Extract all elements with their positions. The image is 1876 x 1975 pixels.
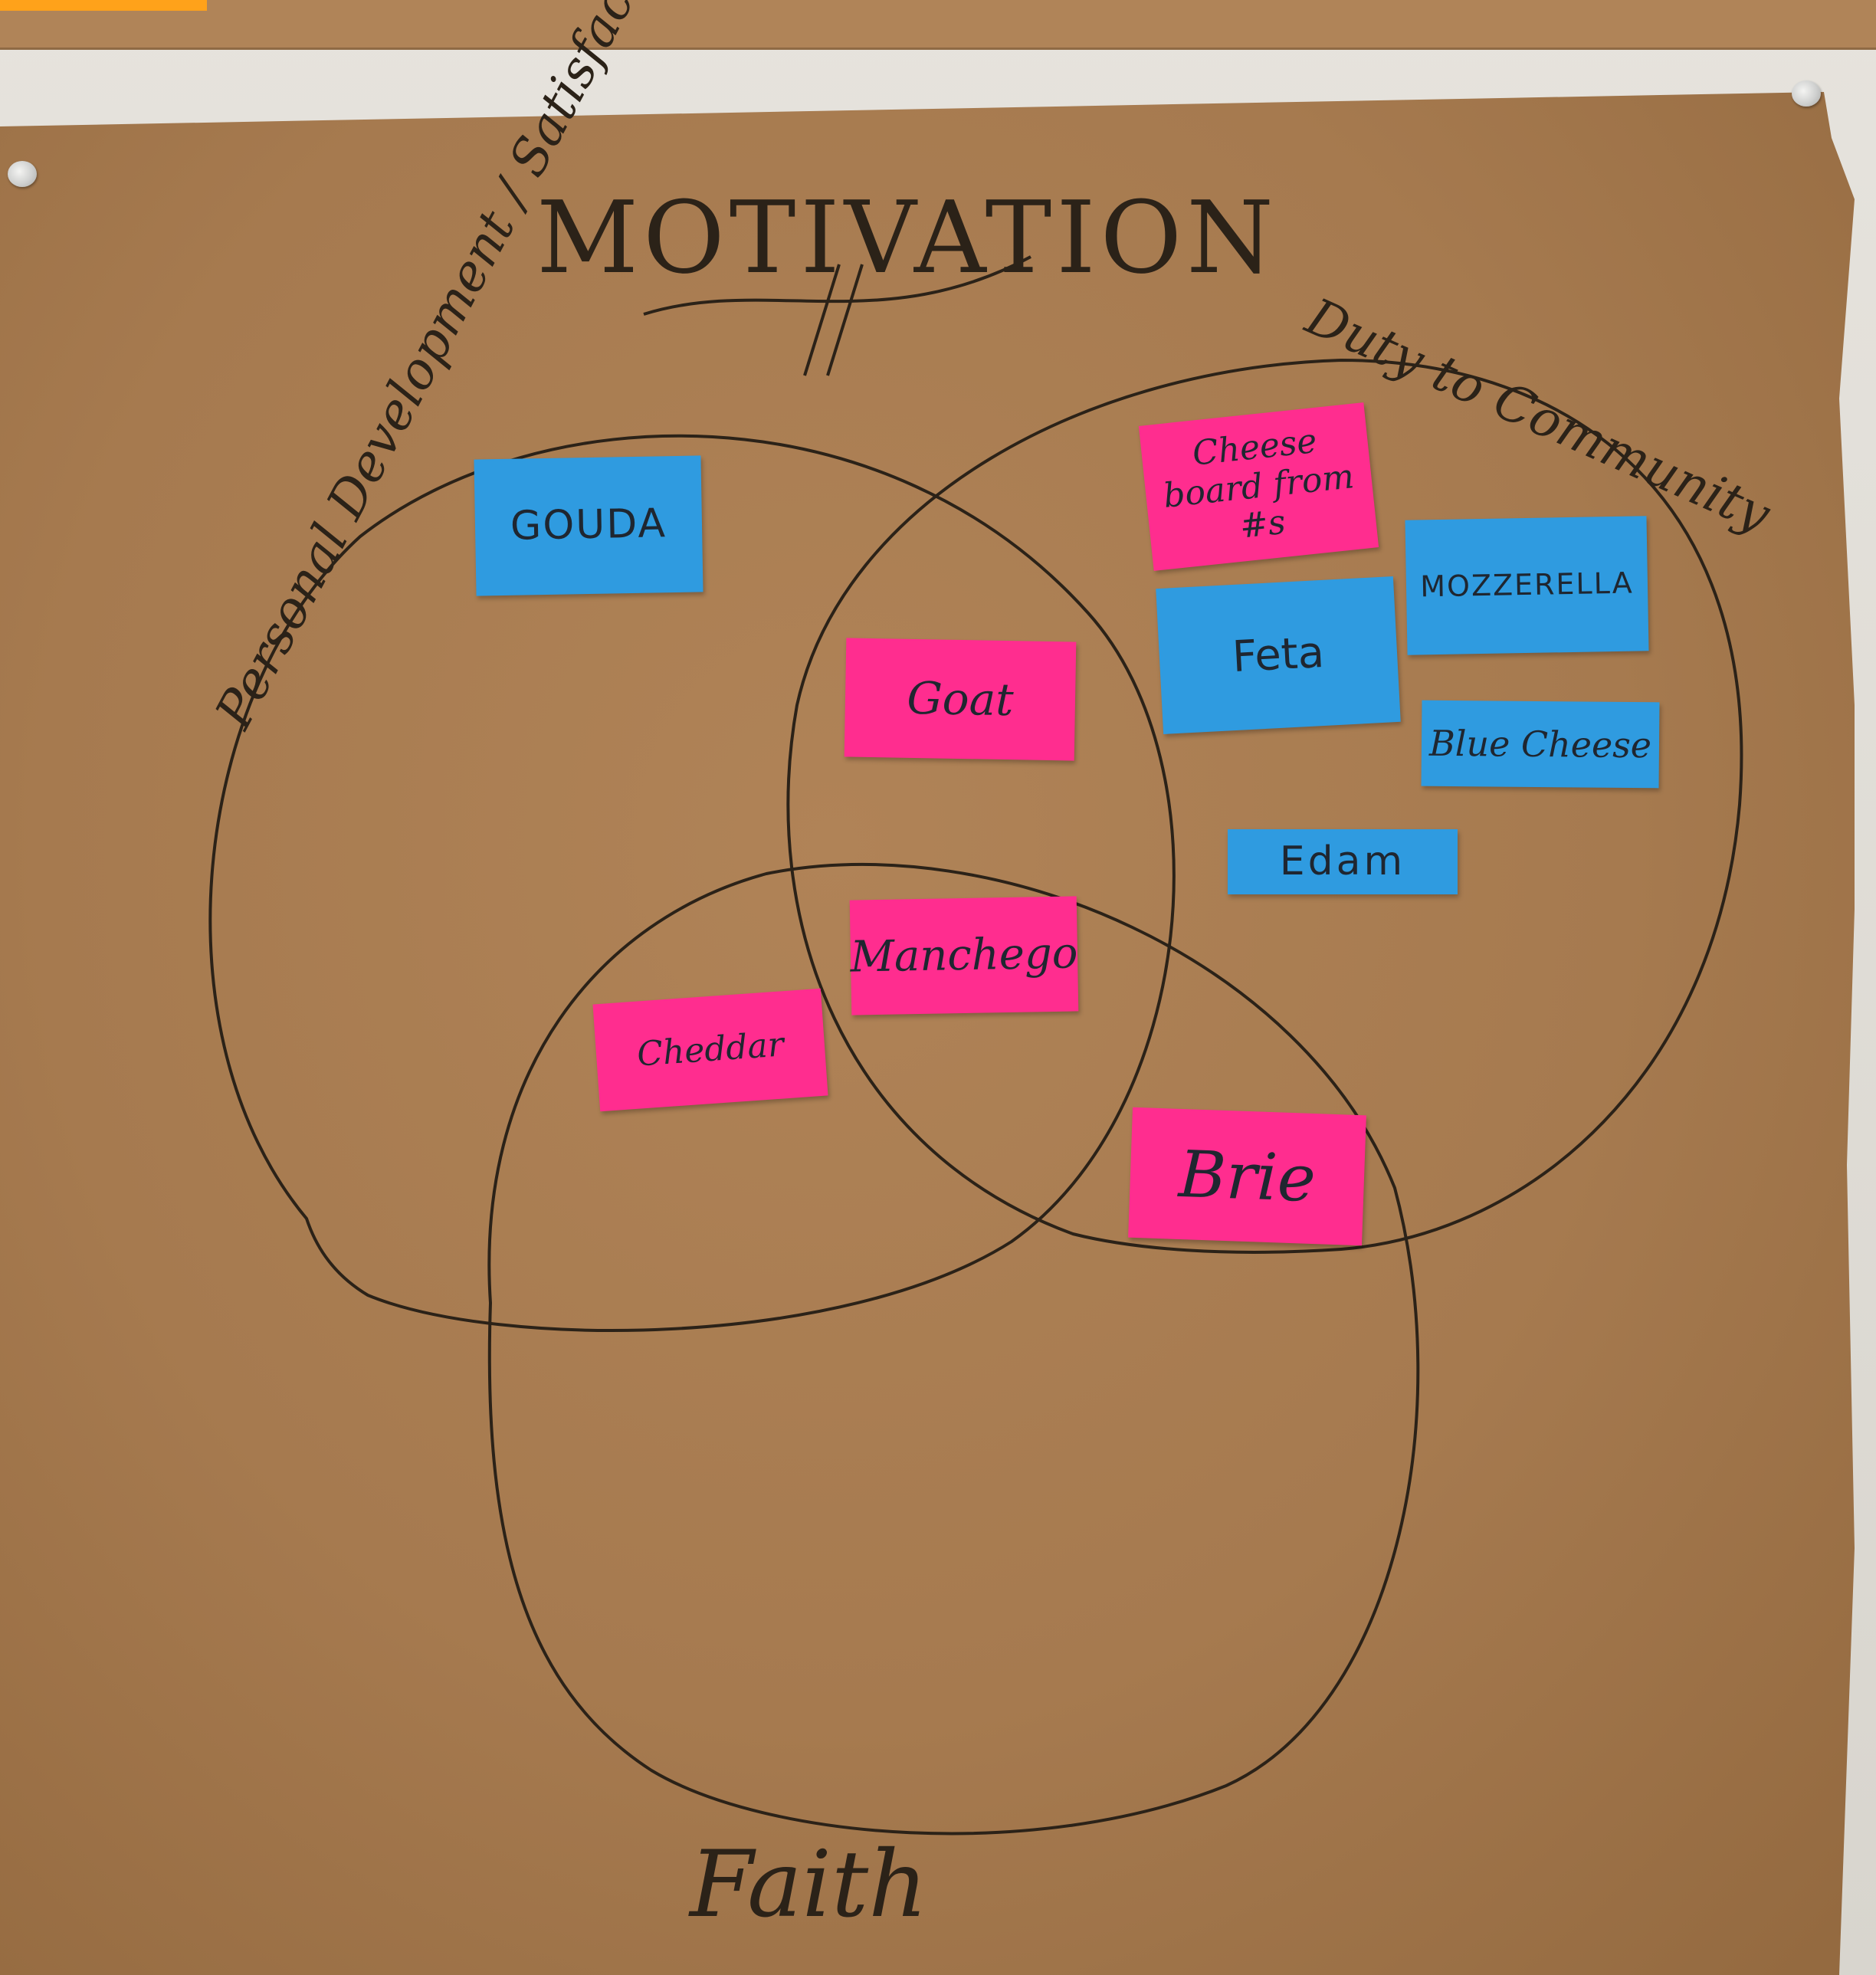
sticky-note-goat: Goat — [844, 638, 1077, 761]
circle-duty-to-community — [786, 358, 1743, 1254]
circle-personal-development — [208, 434, 1176, 1332]
sticky-note-edam: Edam — [1228, 829, 1458, 894]
sticky-note-gouda: GOUDA — [474, 455, 704, 596]
sticky-note-manchego: Manchego — [849, 896, 1079, 1015]
push-pin-icon — [8, 161, 37, 187]
orange-sticky-note — [0, 0, 207, 11]
title-connector — [826, 264, 864, 376]
title-connector — [803, 264, 841, 376]
label-faith: Faith — [688, 1832, 928, 1938]
poster-title: MOTIVATION — [536, 179, 1278, 296]
upper-poster-edge — [0, 0, 1876, 50]
label-personal-development: Personal Development / Satisfaction — [204, 0, 693, 738]
push-pin-icon — [1792, 80, 1821, 107]
sticky-note-feta: Feta — [1156, 576, 1401, 734]
sticky-note-cheese-board: Cheese board from #s — [1138, 402, 1379, 571]
sticky-note-cheddar: Cheddar — [592, 988, 828, 1112]
sticky-note-mozzerella: MOZZERELLA — [1405, 516, 1649, 655]
sticky-note-blue-cheese: Blue Cheese — [1421, 700, 1660, 789]
sticky-note-brie: Brie — [1128, 1107, 1366, 1246]
circle-faith — [487, 863, 1420, 1836]
